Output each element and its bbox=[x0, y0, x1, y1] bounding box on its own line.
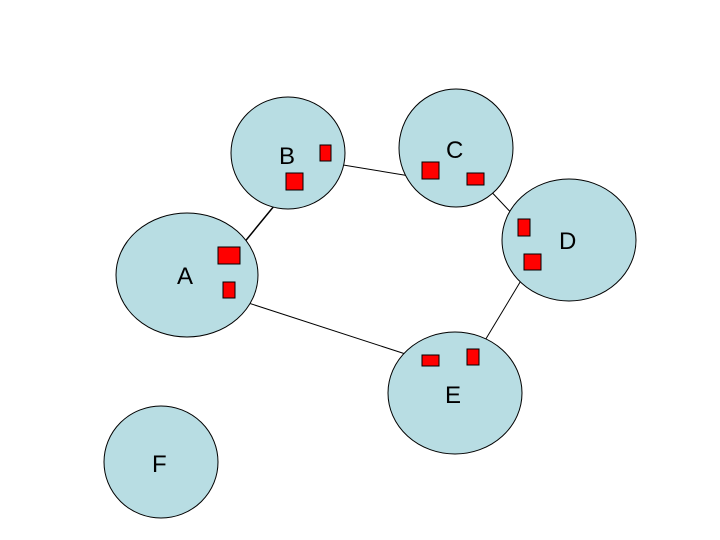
node-f-label: F bbox=[152, 451, 167, 478]
node-b-label: B bbox=[279, 143, 295, 170]
node-d: D bbox=[501, 178, 637, 302]
node-e-label: E bbox=[445, 382, 461, 409]
node-b: B bbox=[230, 96, 346, 210]
port-b-1 bbox=[319, 144, 332, 162]
node-d-label: D bbox=[559, 228, 576, 255]
ports-layer bbox=[217, 144, 542, 367]
node-a-label: A bbox=[177, 263, 193, 290]
node-a-circle bbox=[115, 212, 259, 338]
node-f: F bbox=[103, 405, 219, 519]
node-b-circle bbox=[230, 96, 346, 210]
port-d-2 bbox=[523, 253, 542, 271]
nodes-layer: A B C D E F bbox=[103, 88, 637, 519]
node-e: E bbox=[387, 331, 523, 455]
node-c: C bbox=[398, 88, 514, 208]
node-a: A bbox=[115, 212, 259, 338]
port-c-1 bbox=[421, 161, 440, 180]
port-c-2 bbox=[466, 172, 485, 186]
port-a-1 bbox=[217, 246, 241, 265]
port-b-2 bbox=[285, 172, 304, 191]
port-e-1 bbox=[421, 354, 440, 367]
node-c-label: C bbox=[446, 137, 463, 164]
link-d-e bbox=[477, 268, 529, 353]
port-e-2 bbox=[466, 348, 480, 366]
port-a-2 bbox=[222, 281, 236, 299]
port-d-1 bbox=[517, 218, 531, 237]
link-e-a bbox=[232, 297, 425, 361]
node-f-circle bbox=[103, 405, 219, 519]
